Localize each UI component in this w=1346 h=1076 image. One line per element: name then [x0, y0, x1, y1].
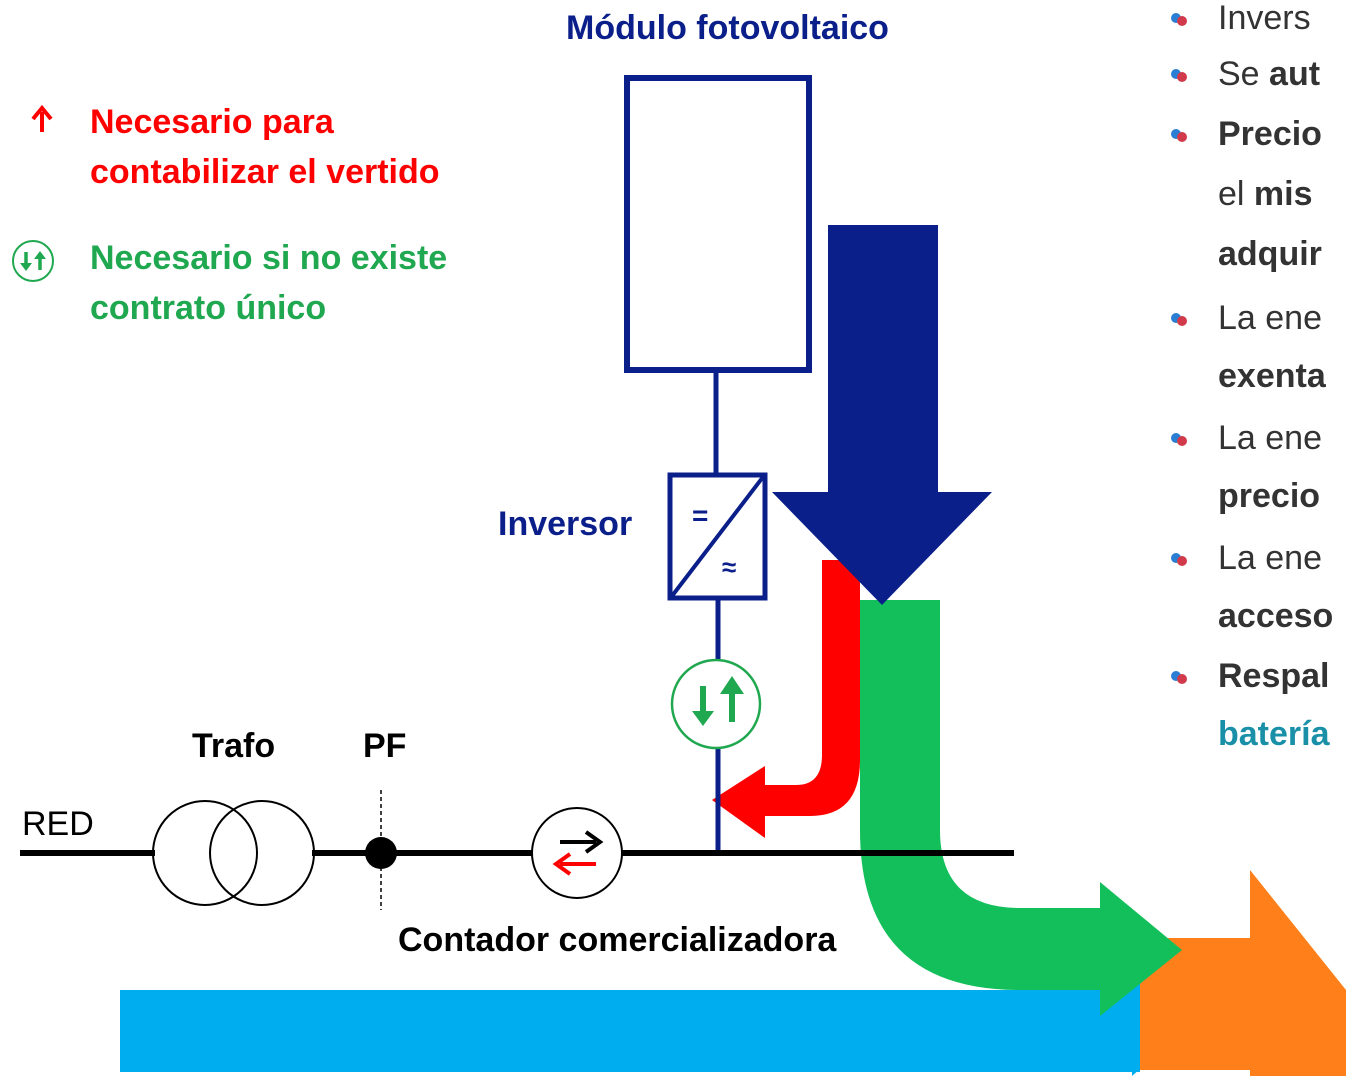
bullet-text: Se aut: [1218, 55, 1321, 93]
bullet-icon: [1170, 128, 1188, 142]
bullet-icon: [1170, 68, 1188, 82]
transformer: [152, 800, 315, 906]
bullet-text: adquir: [1218, 235, 1322, 273]
trafo-label: Trafo: [192, 727, 276, 765]
pf-label: PF: [363, 727, 407, 765]
red-label: RED: [22, 805, 94, 843]
inverter-label: Inversor: [498, 505, 633, 543]
utility-meter: [531, 807, 623, 899]
self-consumption-arrow: [860, 600, 1182, 1016]
bullet-text: el mis: [1218, 175, 1313, 213]
legend-green-line1: Necesario si no existe: [90, 239, 448, 277]
module-label: Módulo fotovoltaico: [566, 9, 889, 47]
bullet-text: La ene: [1218, 299, 1322, 337]
bullet-text: batería: [1218, 715, 1330, 753]
legend-red-line2: contabilizar el vertido: [90, 153, 440, 191]
meter-label: Contador comercializadora: [398, 921, 837, 959]
red-up-arrow-icon: [31, 104, 53, 132]
inverter-ac-symbol: ≈: [722, 552, 737, 582]
inverter: [667, 472, 768, 601]
export-arrow: [712, 560, 860, 838]
bullet-icon: [1170, 670, 1188, 684]
generation-meter: [670, 658, 762, 750]
frontier-point: [365, 790, 397, 910]
legend-red-line1: Necesario para: [90, 103, 334, 141]
bullet-icon: [1170, 432, 1188, 446]
bullet-icon: [1170, 552, 1188, 566]
bullet-text: exenta: [1218, 357, 1326, 395]
bullet-text: Precio: [1218, 115, 1322, 153]
bidirectional-meter-icon: [12, 240, 54, 282]
pv-production-arrow: [772, 225, 992, 605]
bullet-icon: [1170, 12, 1188, 26]
pv-module: [624, 75, 812, 373]
consumption-arrow: [1140, 870, 1346, 1076]
bullet-text: Respal: [1218, 657, 1330, 695]
inverter-dc-symbol: =: [692, 500, 709, 531]
legend-green-line2: contrato único: [90, 289, 327, 327]
bullet-icon: [1170, 312, 1188, 326]
bullet-text: Invers: [1218, 0, 1311, 37]
bullet-text: La ene: [1218, 539, 1322, 577]
bullet-text: precio: [1218, 477, 1321, 515]
bullet-text: La ene: [1218, 419, 1322, 457]
bullet-text: acceso: [1218, 597, 1334, 635]
